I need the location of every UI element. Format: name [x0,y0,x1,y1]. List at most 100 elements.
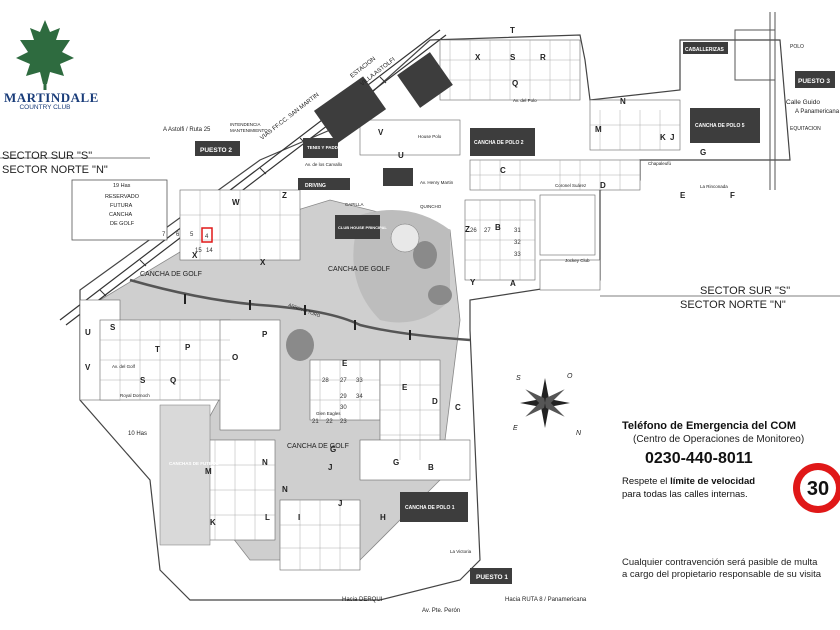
label-royal: Royal Dornoch [120,393,150,398]
oak-leaf-icon [16,20,74,90]
svg-text:G: G [700,148,706,157]
creek-bridges [184,294,411,340]
svg-text:N: N [282,485,288,494]
label-chapaleufu: Chapaleufú [648,161,672,166]
svg-text:T: T [155,345,160,354]
speed-limit-value: 30 [807,478,829,500]
svg-text:V: V [85,363,91,372]
label-golf-2: CANCHA DE GOLF [328,266,390,273]
svg-text:E: E [402,383,408,392]
svg-text:N: N [262,458,268,467]
label-reservado-2: FUTURA [110,203,133,209]
svg-text:G: G [330,445,336,454]
svg-text:C: C [455,403,461,412]
clubhouse [335,215,380,239]
svg-text:E: E [680,191,686,200]
stables [683,42,728,54]
label-villa-astolfi: VILLA ASTOLFI [360,57,397,88]
svg-text:O: O [232,353,238,362]
lake [413,241,437,269]
brand-subtitle: COUNTRY CLUB [19,104,71,111]
railway [59,29,447,326]
svg-text:J: J [338,499,342,508]
label-astolfi-ruta: A Astolfi / Ruta 25 [163,127,211,133]
svg-text:X: X [475,53,481,62]
label-quincho: QUINCHO [420,204,442,209]
label-golf-1: CANCHA DE GOLF [140,271,202,278]
svg-text:T: T [510,26,515,35]
label-capilla: CAPILLA [345,202,364,207]
compass-rose [520,378,570,428]
svg-text:M: M [595,125,602,134]
svg-text:23: 23 [340,419,347,425]
emergency-subtitle: (Centro de Operaciones de Monitoreo) [633,434,805,445]
lot-subdivisions [100,40,680,570]
svg-text:W: W [232,198,240,207]
svg-text:S: S [110,323,116,332]
svg-text:V: V [378,128,384,137]
label-vias: VIAS FF.CC. SAN MARTIN [260,92,321,141]
svg-text:R: R [540,53,546,62]
svg-text:5: 5 [190,232,194,238]
svg-text:K: K [660,133,666,142]
label-av-peron: Av. Pte. Perón [422,608,460,614]
label-a-panamericana: A Panamericana [795,109,840,115]
svg-text:4: 4 [205,234,209,240]
reserved-area [71,179,168,241]
svg-text:J: J [670,133,674,142]
label-reservado-1: RESERVADO [105,194,140,200]
label-coronel: Coronel Suárez [555,183,587,188]
svg-text:L: L [265,513,270,522]
svg-text:14: 14 [206,248,213,254]
label-golf-3: CANCHA DE GOLF [287,443,349,450]
label-intendencia: INTENDENCIA [230,122,261,127]
tennis-paddle [303,138,338,158]
svg-text:B: B [495,223,501,232]
label-polo-1: CANCHA DE POLO 1 [405,505,455,511]
label-jockey: Jockey Club [565,258,590,263]
svg-text:N: N [620,97,626,106]
label-puesto2: PUESTO 2 [200,147,232,154]
emergency-title: Teléfono de Emergencia del COM [622,420,796,432]
svg-text:26: 26 [470,228,477,234]
highlighted-lot [201,227,213,243]
speed-notice: Respete el límite de velocidad para toda… [622,475,755,501]
svg-text:27: 27 [484,228,491,234]
driving-range [298,178,350,190]
svg-text:G: G [393,458,399,467]
label-equitacion: EQUITACION [790,126,821,132]
svg-text:33: 33 [356,378,363,384]
label-diez-has: 10 Has [128,431,147,437]
svg-text:32: 32 [514,240,521,246]
label-la-rinconada: La Rinconada [700,184,728,189]
label-av-polo: Av. del Polo [513,98,537,103]
emergency-phone: 0230-440-8011 [645,450,753,467]
label-calle-guido: Calle Guido [786,99,820,106]
speed-pre: Respete el [622,476,671,487]
svg-text:S: S [510,53,516,62]
sector-norte-left: SECTOR NORTE "N" [2,164,108,176]
label-reservado-0: 19 Has [113,183,131,189]
label-puesto3: PUESTO 3 [798,78,830,85]
sector-sur-right: SECTOR SUR "S" [700,285,791,297]
compass-e: E [513,425,518,432]
polo-field-4 [397,52,453,108]
label-canchas-futbol: CANCHAS DE FUTBOL [169,461,219,466]
svg-text:Q: Q [170,376,176,385]
label-polo-5: CANCHA DE POLO 5 [695,123,745,129]
svg-text:P: P [185,343,191,352]
svg-text:27: 27 [340,378,347,384]
contravention-line2: a cargo del propietario responsable de s… [622,569,822,580]
label-hacia-derqui: Hacia DERQUI [342,597,383,603]
svg-text:H: H [380,513,386,522]
svg-text:C: C [500,166,506,175]
equestrian-track [734,12,776,190]
compass-n: N [576,430,582,437]
svg-text:34: 34 [356,394,363,400]
label-puesto1: PUESTO 1 [476,574,508,581]
svg-text:Q: Q [512,79,518,88]
polo-field-5 [690,108,760,143]
puesto-1 [470,568,512,584]
label-glen-eagles: Glen Eagles [316,411,341,416]
